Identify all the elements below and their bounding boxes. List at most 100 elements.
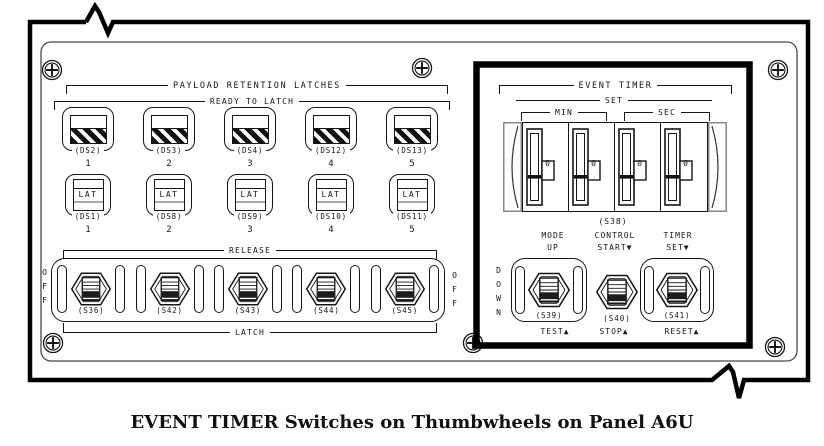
barberpole-indicator <box>224 107 276 151</box>
toggle-switch-s44[interactable] <box>305 270 347 308</box>
switch-guard-rail <box>135 265 146 313</box>
latch-number: 3 <box>247 225 253 235</box>
lat-indicator-1: LAT (DS1) 1 <box>55 174 121 235</box>
lat-legend: LAT <box>316 189 346 203</box>
switch-id: (S43) <box>232 306 264 315</box>
barberpole-stripes <box>394 127 430 143</box>
thumbwheel-end-cap-right <box>708 122 727 212</box>
sec-bracket: SEC <box>624 107 710 121</box>
ready-indicator-4: (DS12) 4 <box>298 107 364 169</box>
payload-retention-latches-label: PAYLOAD RETENTION LATCHES <box>173 80 341 91</box>
ready-indicator-2: (DS3) 2 <box>136 107 202 169</box>
screw-icon <box>767 59 789 81</box>
thumbwheel-sec-ones[interactable]: 0 <box>661 123 707 211</box>
switch-id: (S42) <box>154 306 185 315</box>
switch-id: (S40) <box>603 314 631 323</box>
thumbwheel-digit: 0 <box>637 159 642 168</box>
s39-switch-guard: (S39) <box>511 258 587 322</box>
thumbwheel-switch-id: (S38) <box>598 217 628 226</box>
release-switch-unit-3: (S43) <box>213 265 282 315</box>
indicator-id: (DS3) <box>152 146 186 155</box>
min-bracket: MIN <box>521 107 607 121</box>
barberpole-indicator <box>143 107 195 151</box>
indicator-id: (DS9) <box>233 212 267 221</box>
release-label: RELEASE <box>228 246 272 255</box>
lat-indicator: LAT <box>308 174 354 216</box>
toggle-switch-s40[interactable] <box>595 272 639 312</box>
barberpole-stripes <box>232 127 268 143</box>
event-timer-label: EVENT TIMER <box>578 80 653 91</box>
toggle-switch-s39[interactable] <box>527 270 571 310</box>
latch-label: LATCH <box>234 328 266 337</box>
lat-indicator-5: LAT (DS11) 5 <box>379 174 445 235</box>
latch-bracket: LATCH <box>63 323 437 338</box>
control-label: CONTROL <box>594 231 636 240</box>
indicator-id: (DS4) <box>233 146 267 155</box>
figure-caption: EVENT TIMER Switches on Thumbwheels on P… <box>130 412 694 433</box>
barberpole-stripes <box>313 127 349 143</box>
lat-indicator: LAT <box>146 174 192 216</box>
barberpole-stripes <box>151 127 187 143</box>
toggle-switch-s42[interactable] <box>149 270 191 308</box>
ready-indicator-row: (DS2) 1 (DS3) 2 (DS4) 3 (DS12) 4 (DS13) … <box>55 107 445 169</box>
screw-icon <box>42 332 64 354</box>
indicator-id: (DS11) <box>393 212 431 221</box>
toggle-switch-s45[interactable] <box>384 270 426 308</box>
screw-icon <box>764 336 786 358</box>
switch-id: (S39) <box>533 311 565 320</box>
ready-to-latch-label: READY TO LATCH <box>209 97 295 106</box>
release-switch-unit-2: (S42) <box>135 265 204 315</box>
latch-number: 4 <box>328 225 334 235</box>
panel-outer-border <box>27 1 811 399</box>
thumbwheel-end-cap-left <box>503 122 522 212</box>
switch-guard-rail <box>271 265 282 313</box>
thumbwheel-digit: 0 <box>591 159 596 168</box>
mode-label: MODE <box>541 231 565 240</box>
latch-number: 3 <box>247 159 253 169</box>
toggle-switch-s36[interactable] <box>70 270 112 308</box>
thumbwheel-digit: 0 <box>545 159 550 168</box>
indicator-id: (DS12) <box>312 146 350 155</box>
set-bracket: SET <box>516 95 712 106</box>
lat-legend: LAT <box>235 189 265 203</box>
barberpole-indicator <box>305 107 357 151</box>
release-switch-unit-1: (S36) <box>57 265 126 315</box>
off-label-left: OFF <box>40 268 49 310</box>
latch-number: 1 <box>85 225 91 235</box>
switch-guard-rail <box>213 265 224 313</box>
switch-guard-rail <box>370 265 381 313</box>
lat-indicator: LAT <box>227 174 273 216</box>
thumbwheel-min-ones[interactable]: 0 <box>569 123 615 211</box>
latch-number: 2 <box>166 159 172 169</box>
indicator-id: (DS13) <box>393 146 431 155</box>
lat-indicator-2: LAT (DS8) 2 <box>136 174 202 235</box>
payload-retention-latches-bracket: PAYLOAD RETENTION LATCHES <box>66 80 448 94</box>
indicator-id: (DS10) <box>312 212 350 221</box>
lat-indicator: LAT <box>65 174 111 216</box>
s41-switch-guard: (S41) <box>640 258 714 322</box>
switch-id: (S36) <box>75 306 107 315</box>
toggle-switch-s43[interactable] <box>227 270 269 308</box>
stop-label: STOP▲ <box>599 327 629 336</box>
latch-number: 5 <box>409 159 415 169</box>
switch-guard-rail <box>700 266 710 314</box>
set-label: SET <box>604 96 624 105</box>
up-label: UP <box>547 243 559 252</box>
ready-indicator-1: (DS2) 1 <box>55 107 121 169</box>
thumbwheel-min-tens[interactable]: 0 <box>523 123 569 211</box>
release-switch-unit-4: (S44) <box>292 265 361 315</box>
indicator-id: (DS8) <box>152 212 186 221</box>
thumbwheel-sec-tens[interactable]: 0 <box>615 123 661 211</box>
start-label: START▼ <box>597 243 633 252</box>
off-label-right: OFF <box>450 271 459 313</box>
latch-number: 4 <box>328 159 334 169</box>
down-label: DOWN <box>494 266 503 322</box>
release-switch-unit-5: (S45) <box>370 265 439 315</box>
timer-label: TIMER <box>663 231 693 240</box>
switch-guard-rail <box>573 266 583 314</box>
ready-indicator-5: (DS13) 5 <box>379 107 445 169</box>
toggle-switch-s41[interactable] <box>655 270 699 310</box>
barberpole-stripes <box>70 127 106 143</box>
ready-to-latch-bracket: READY TO LATCH <box>54 96 451 110</box>
